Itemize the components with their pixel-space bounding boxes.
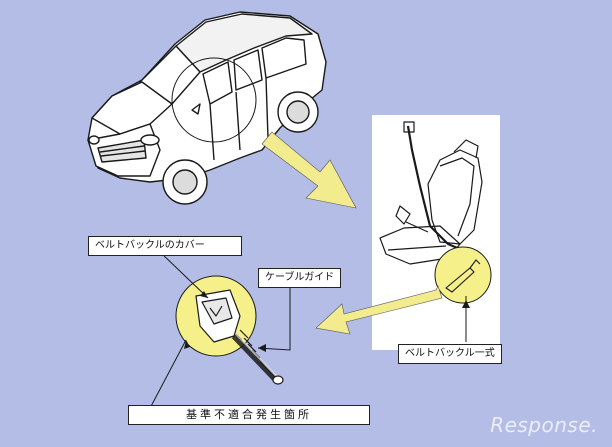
buckle-detail-small	[445, 259, 481, 293]
leader-lines	[147, 251, 467, 413]
leader-arrowheads	[184, 291, 470, 352]
arrow-seat-to-detail	[315, 285, 443, 335]
response-logo: Response.	[490, 413, 598, 437]
label-buckle-cover: ベルトバックルのカバー	[88, 236, 242, 256]
suv-illustration	[87, 11, 327, 205]
logo-text: Response.	[490, 413, 598, 437]
arrow-car-to-seat	[261, 131, 357, 209]
buckle-highlight-circle	[434, 246, 492, 304]
label-buckle-assembly: ベルトバックル一式	[398, 344, 502, 364]
seat-illustration	[379, 121, 483, 265]
label-defect-location: 基準不適合発生箇所	[128, 405, 370, 425]
label-cable-guide: ケーブルガイド	[258, 268, 342, 288]
seat-location-circle	[171, 57, 257, 143]
buckle-detail	[195, 289, 284, 385]
